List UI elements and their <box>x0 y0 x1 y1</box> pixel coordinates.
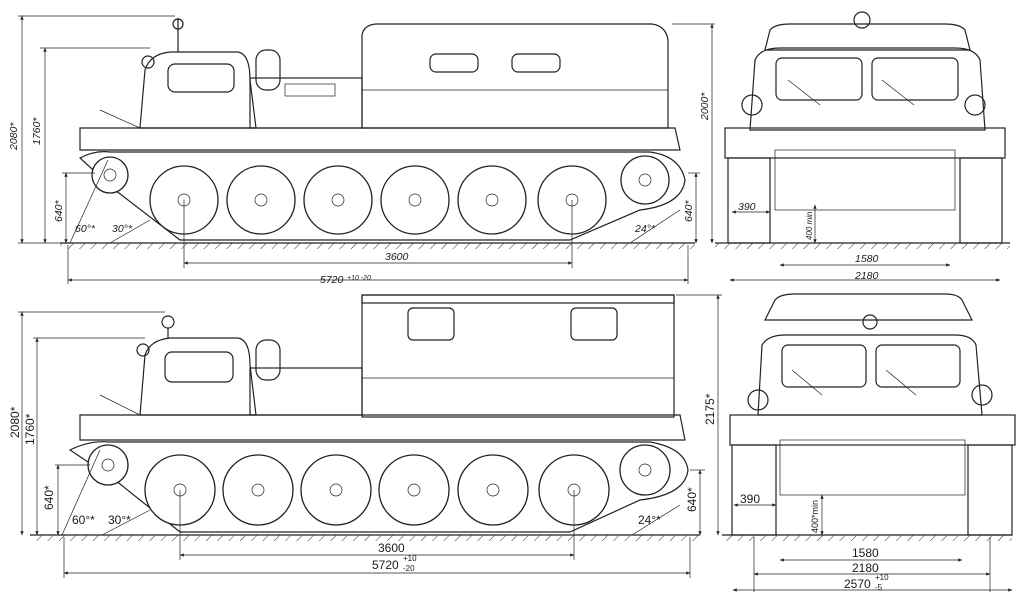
bottom-height-rear-label: 640* <box>685 487 699 512</box>
cover-window-left <box>429 53 479 73</box>
mirror <box>141 55 155 69</box>
front-hull <box>729 414 1016 446</box>
cargo-cover <box>361 23 669 129</box>
track <box>78 151 686 241</box>
idler-wheel <box>619 444 671 496</box>
bottom-clearance-label: 400*min <box>810 500 820 533</box>
cab <box>139 337 257 416</box>
bottom-height-total-label: 2080* <box>8 406 22 438</box>
headlight-right <box>964 94 986 116</box>
ground-hatch <box>30 535 700 541</box>
bottom-front-view: 390 400*min 1580 2180 2570 +10 -5 <box>722 293 1016 592</box>
cover-window-right <box>511 53 561 73</box>
cab-window <box>167 63 235 93</box>
ground-hatch <box>722 535 1012 541</box>
bottom-angle-track-label: 30°* <box>108 513 131 527</box>
front-hull <box>724 127 1006 159</box>
top-clearance-label: 400 min <box>805 211 814 240</box>
top-height-hull-label: 640* <box>53 199 65 222</box>
road-wheels <box>149 165 607 235</box>
engine-housing <box>249 367 363 416</box>
bottom-angle-rear-label: 24°* <box>638 513 661 527</box>
hull <box>79 414 686 441</box>
front-searchlight <box>853 11 871 29</box>
bottom-side-view: 2080* 1760* 640* 60°* 30°* 24°* 2175* 64… <box>8 294 722 578</box>
ground-hatch <box>60 243 695 249</box>
box-window-left <box>407 307 455 341</box>
front-roof <box>764 23 971 51</box>
bottom-length-label: 5720 <box>372 558 399 572</box>
bottom-gauge-label: 1580 <box>852 546 879 560</box>
bottom-length-tol-up: +10 <box>403 554 417 563</box>
top-front-view: 390 400 min 1580 2180 <box>715 11 1010 282</box>
top-height-body-label: 1760* <box>31 117 43 145</box>
bottom-overall-label: 2570 <box>844 577 871 591</box>
headlight-left <box>741 94 763 116</box>
top-angle-rear-label: 24°* <box>634 223 656 235</box>
hull <box>79 127 681 151</box>
bottom-angle-front-label: 60°* <box>72 513 95 527</box>
box-window-right <box>570 307 618 341</box>
bottom-track-width-label: 390 <box>740 492 760 506</box>
top-length-tol: +10 -20 <box>347 275 371 282</box>
cab <box>139 51 257 129</box>
bottom-wheelbase-label: 3600 <box>378 541 405 555</box>
front-roof <box>764 293 973 321</box>
front-cab <box>757 334 983 416</box>
top-height-total-label: 2080* <box>8 122 20 151</box>
bottom-height-hull-label: 640* <box>42 485 56 510</box>
top-track-width-label: 390 <box>738 201 756 213</box>
bottom-height-body-label: 1760* <box>23 413 37 445</box>
engine-housing <box>249 77 363 129</box>
windshield-left <box>775 57 863 101</box>
cab-window <box>164 351 234 383</box>
windshield-left <box>781 344 867 388</box>
cargo-box <box>361 294 675 418</box>
headlight-right <box>971 384 993 406</box>
top-height-cab-label: 2000* <box>699 92 711 121</box>
idler-wheel <box>620 155 670 205</box>
searchlight <box>161 315 175 329</box>
drive-sprocket <box>91 156 129 194</box>
ground-hatch <box>715 243 1010 249</box>
mirror <box>136 343 150 357</box>
bottom-width-label: 2180 <box>852 561 879 575</box>
bottom-overall-tol-dn: -5 <box>875 583 883 592</box>
bottom-overall-tol-up: +10 <box>875 573 889 582</box>
top-width-label: 2180 <box>854 270 879 282</box>
windshield-right <box>875 344 961 388</box>
windshield-right <box>871 57 959 101</box>
road-wheels <box>144 454 610 526</box>
top-side-view: 2080* 1760* 640* 60°* 30°* 24°* 2000* 64… <box>8 15 715 286</box>
top-wheelbase-label: 3600 <box>385 251 409 263</box>
top-height-rear-label: 640* <box>683 199 695 222</box>
front-cab <box>749 47 986 131</box>
top-length-label: 5720 <box>320 274 344 286</box>
front-track-left <box>727 157 771 244</box>
top-gauge-label: 1580 <box>855 253 879 265</box>
bottom-height-box-label: 2175* <box>703 393 717 425</box>
headlight-left <box>747 389 769 411</box>
bottom-length-tol-dn: -20 <box>403 564 415 573</box>
top-angle-front-label: 60°* <box>75 223 96 235</box>
air-filter <box>255 339 281 381</box>
front-track-left <box>731 444 777 536</box>
top-angle-track-label: 30°* <box>112 223 133 235</box>
drive-sprocket <box>87 444 129 486</box>
front-searchlight <box>862 314 878 330</box>
track <box>68 441 689 533</box>
front-track-right <box>959 157 1003 244</box>
air-filter <box>255 49 281 91</box>
searchlight <box>172 18 184 30</box>
front-track-right <box>967 444 1013 536</box>
